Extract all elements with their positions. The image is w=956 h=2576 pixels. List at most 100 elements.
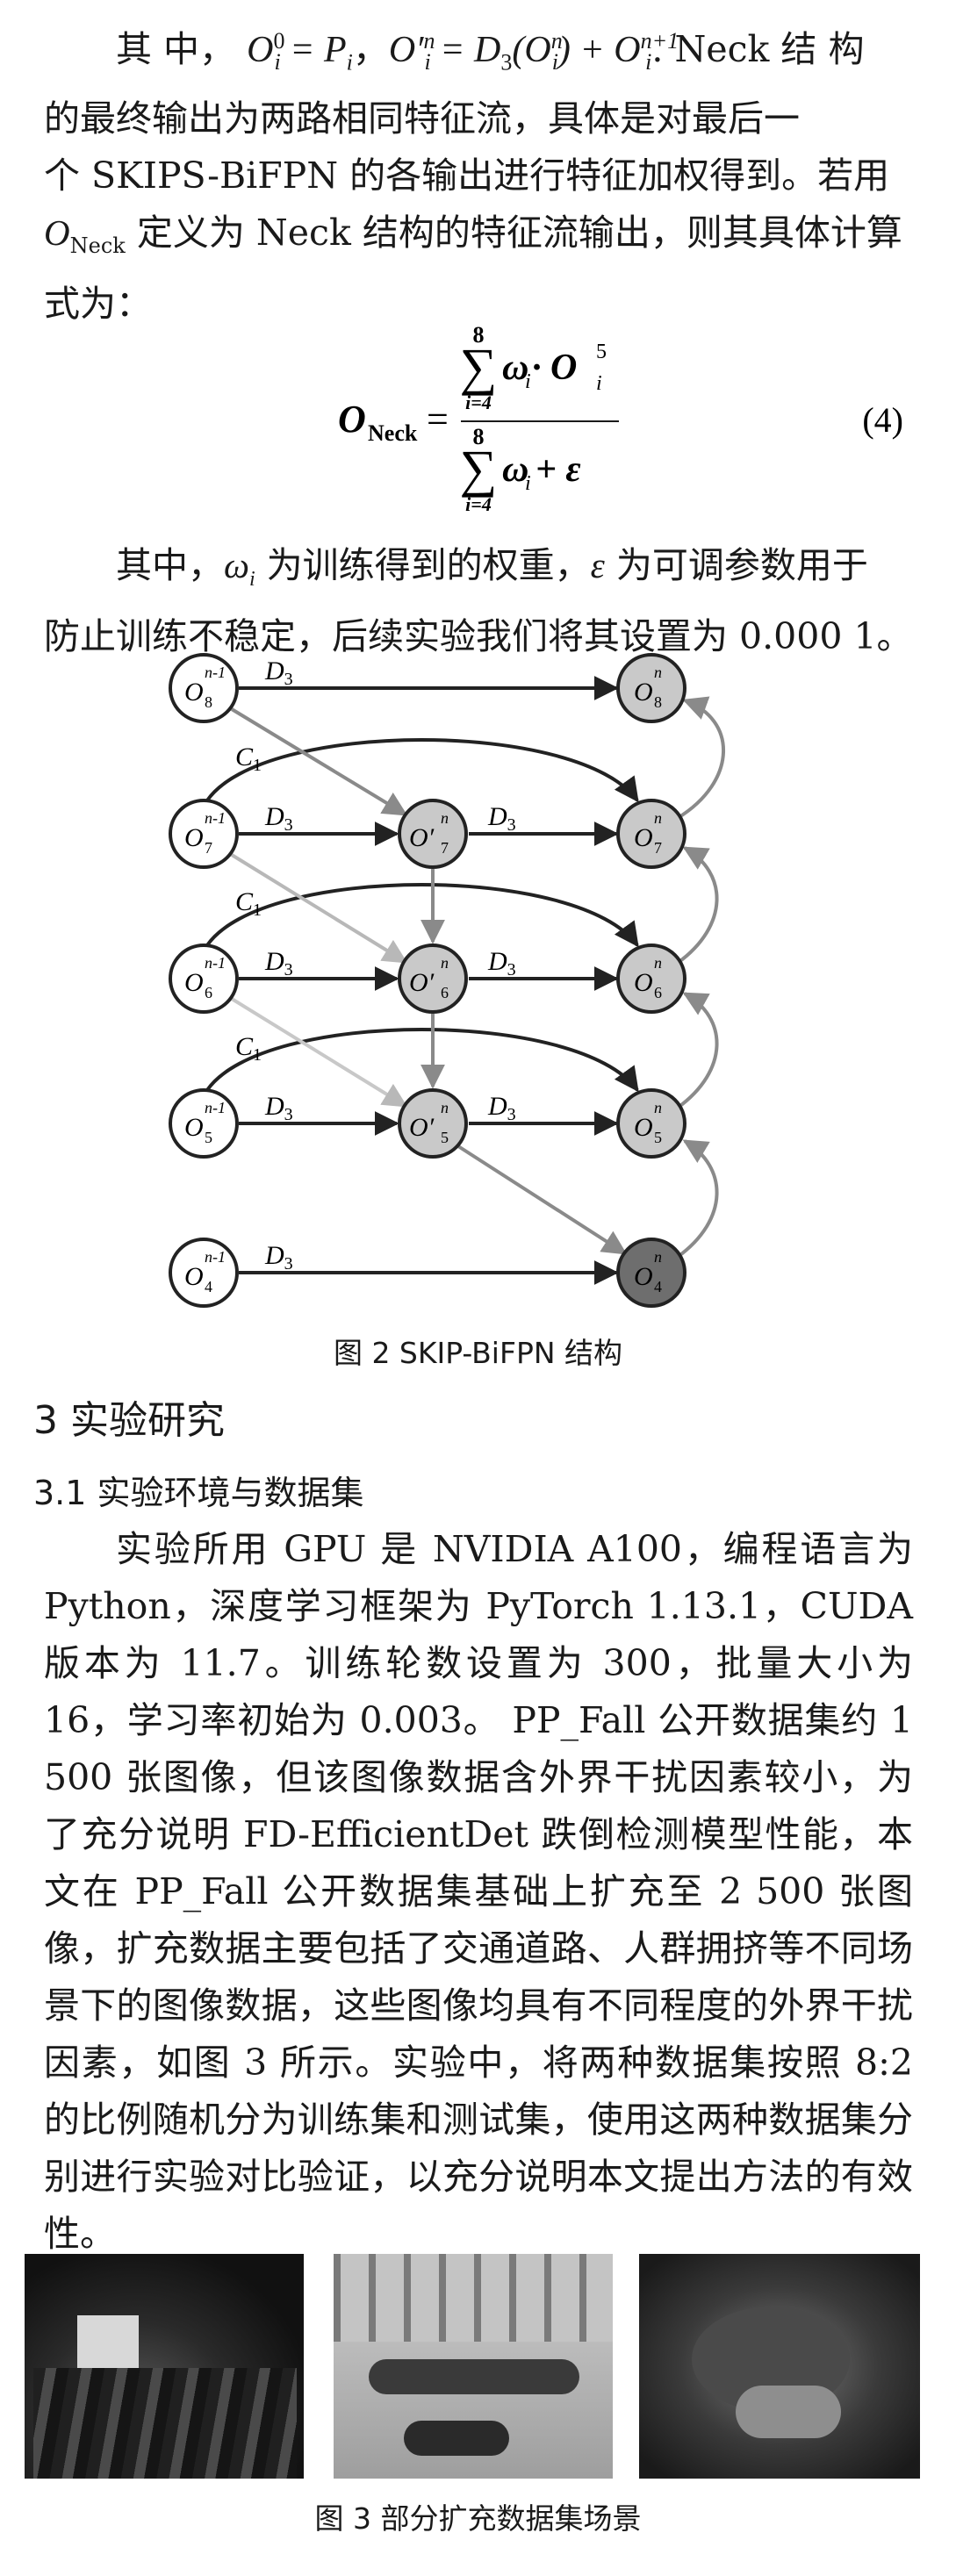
math-symbol: O <box>44 212 70 254</box>
svg-text:5: 5 <box>441 1129 449 1146</box>
photo-crowd <box>33 2368 297 2479</box>
node-left-5: O n-1 5 <box>169 1088 239 1159</box>
text-line: ONeck 定义为 Neck 结构的特征流输出，则其具体计算 <box>44 205 913 275</box>
math-sub: i <box>274 49 281 75</box>
edge-c1-6 <box>205 883 639 948</box>
svg-text:n: n <box>654 809 662 827</box>
num-sigma: ∑ <box>460 338 498 396</box>
svg-text:6: 6 <box>441 984 449 1001</box>
edge-diag-5-4 <box>456 1144 628 1255</box>
math-symbol: ε <box>590 545 605 585</box>
den-sigma: ∑ <box>460 440 498 498</box>
text-line: 个 SKIPS-BiFPN 的各输出进行特征加权得到。若用 <box>44 154 890 197</box>
node-right-6: O n 6 <box>616 944 686 1014</box>
svg-text:n: n <box>654 1248 662 1266</box>
num-dot-O: · O <box>532 348 577 388</box>
label-d3: D3 <box>264 947 293 979</box>
text: 定义为 Neck 结构的特征流输出，则其具体计算 <box>125 212 902 255</box>
photo-person-lying <box>404 2421 509 2456</box>
den-plus-eps: + ε <box>536 449 581 490</box>
node-left-4: O n-1 4 <box>169 1238 239 1308</box>
math-sub: i <box>346 49 353 75</box>
node-left-6: O n-1 6 <box>169 944 239 1014</box>
paragraph-experiment: 实验所用 GPU 是 NVIDIA A100，编程语言为 Python，深度学习… <box>44 1528 913 2255</box>
edge-up-7-8 <box>676 696 725 820</box>
text: ， <box>352 28 389 70</box>
math-sup: n <box>423 28 435 54</box>
svg-text:7: 7 <box>205 839 212 857</box>
photo-racks <box>334 2254 613 2342</box>
num-omega: ω <box>502 348 528 388</box>
math-symbol: O′ <box>388 30 424 70</box>
equation-svg: O Neck = 8 ∑ i=4 ω i · O 5 i 8 ∑ i=4 ω i… <box>338 322 903 515</box>
svg-text:7: 7 <box>441 839 449 857</box>
label-d3: D3 <box>487 947 516 979</box>
photo-indoor-floor <box>334 2254 613 2479</box>
eq-lhs: O <box>338 398 366 441</box>
photo-person-fallen <box>736 2386 841 2438</box>
math-sub: i <box>424 49 431 75</box>
svg-text:n: n <box>441 1099 449 1116</box>
svg-text:O: O <box>634 968 653 997</box>
svg-text:4: 4 <box>205 1278 212 1295</box>
text-line: 防止训练不稳定，后续实验我们将其设置为 0.000 1。 <box>44 615 913 658</box>
svg-text:n: n <box>441 954 449 972</box>
svg-text:O: O <box>634 1113 653 1142</box>
svg-text:n: n <box>654 954 662 972</box>
edge-up-4-5 <box>676 1139 719 1259</box>
num-sum-top: 8 <box>473 322 485 348</box>
svg-text:O′: O′ <box>409 823 435 852</box>
paragraph-weights: 其中，ωi 为训练得到的权重，ε 为可调参数用于 防止训练不稳定，后续实验我们将… <box>44 537 913 665</box>
node-right-5: O n 5 <box>616 1088 686 1159</box>
svg-text:n-1: n-1 <box>205 664 226 681</box>
section-heading-3: 3 实验研究 <box>33 1398 225 1443</box>
text: 为可调参数用于 <box>604 544 868 586</box>
svg-text:n-1: n-1 <box>205 1248 226 1266</box>
svg-text:O: O <box>184 1262 204 1291</box>
math-sup: n+1 <box>640 28 679 54</box>
num-sum-bottom: i=4 <box>465 391 492 413</box>
node-right-4: O n 4 <box>616 1238 686 1308</box>
node-left-8: O n-1 8 <box>169 653 239 723</box>
paragraph-intro: 其 中， O0i = Pi，O′ni = D3(Oni) + On+1i. Ne… <box>44 12 913 333</box>
svg-text:n: n <box>441 809 449 827</box>
node-right-8: O n 8 <box>616 653 686 723</box>
svg-text:n: n <box>654 664 662 681</box>
label-d3: D3 <box>487 1092 516 1124</box>
edge-diag-8-7 <box>230 707 408 816</box>
svg-text:4: 4 <box>654 1278 662 1295</box>
math-symbol: = D <box>430 30 501 70</box>
edge-up-6-7 <box>676 846 719 965</box>
svg-text:O′: O′ <box>409 1113 435 1142</box>
figure-3-caption: 图 3 部分扩充数据集场景 <box>314 2501 642 2536</box>
num-sup: 5 <box>596 341 607 363</box>
text-line: 的最终输出为两路相同特征流，具体是对最后一 <box>44 97 800 140</box>
den-sum-bottom: i=4 <box>465 493 492 515</box>
label-d3: D3 <box>487 802 516 835</box>
svg-text:7: 7 <box>654 839 662 857</box>
label-c1: C1 <box>235 743 262 775</box>
svg-text:6: 6 <box>205 984 212 1001</box>
label-c1: C1 <box>235 1032 262 1065</box>
math-sup: 0 <box>273 28 285 54</box>
text-line: 式为： <box>44 282 152 325</box>
den-omega-sub: i <box>525 472 531 495</box>
math-symbol: ω <box>224 545 249 585</box>
text: . Neck 结 构 <box>651 28 865 70</box>
node-mid-5: O′ n 5 <box>398 1088 468 1159</box>
eq-equals: = <box>427 398 449 441</box>
node-right-7: O n 7 <box>616 799 686 869</box>
section-heading-3-1: 3.1 实验环境与数据集 <box>33 1474 364 1512</box>
svg-text:6: 6 <box>654 984 662 1001</box>
num-omega-sub: i <box>525 370 531 393</box>
svg-text:8: 8 <box>654 693 662 711</box>
photo-street-scene <box>25 2254 304 2479</box>
equation-4: O Neck = 8 ∑ i=4 ω i · O 5 i 8 ∑ i=4 ω i… <box>0 316 956 527</box>
svg-text:O′: O′ <box>409 968 435 997</box>
math-symbol: (O <box>512 30 551 70</box>
edge-c1-7 <box>205 738 639 803</box>
label-c1: C1 <box>235 887 262 920</box>
label-d3: D3 <box>264 1241 293 1274</box>
svg-text:n-1: n-1 <box>205 809 226 827</box>
svg-text:O: O <box>184 1113 204 1142</box>
